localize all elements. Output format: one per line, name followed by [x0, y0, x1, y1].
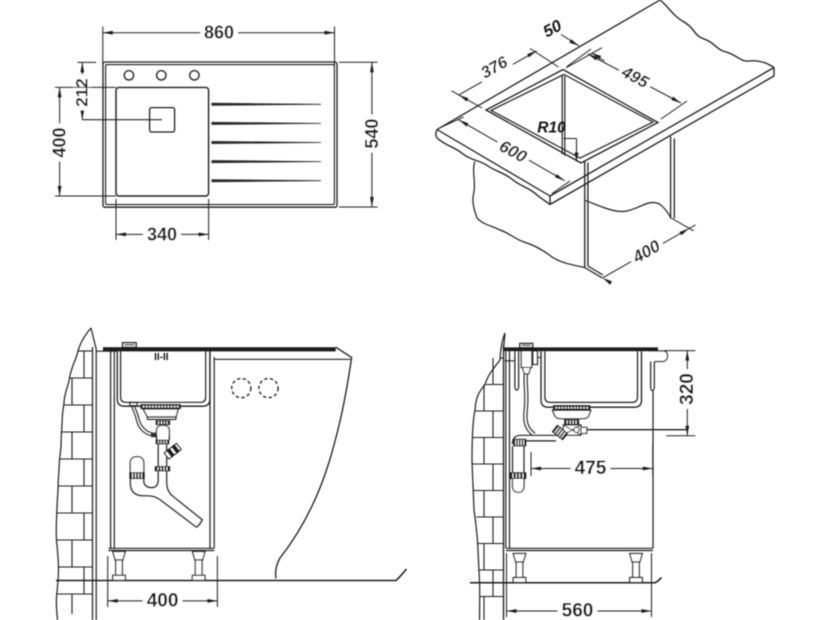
svg-text:R10: R10	[537, 120, 566, 137]
svg-text:400: 400	[147, 590, 179, 611]
svg-text:540: 540	[362, 119, 382, 149]
svg-text:475: 475	[575, 458, 607, 479]
svg-text:212: 212	[73, 78, 92, 106]
svg-text:340: 340	[147, 224, 177, 244]
svg-text:II-II: II-II	[154, 352, 169, 363]
svg-text:320: 320	[677, 373, 698, 405]
svg-text:400: 400	[50, 127, 70, 157]
svg-text:860: 860	[204, 23, 234, 43]
svg-text:560: 560	[562, 601, 594, 620]
